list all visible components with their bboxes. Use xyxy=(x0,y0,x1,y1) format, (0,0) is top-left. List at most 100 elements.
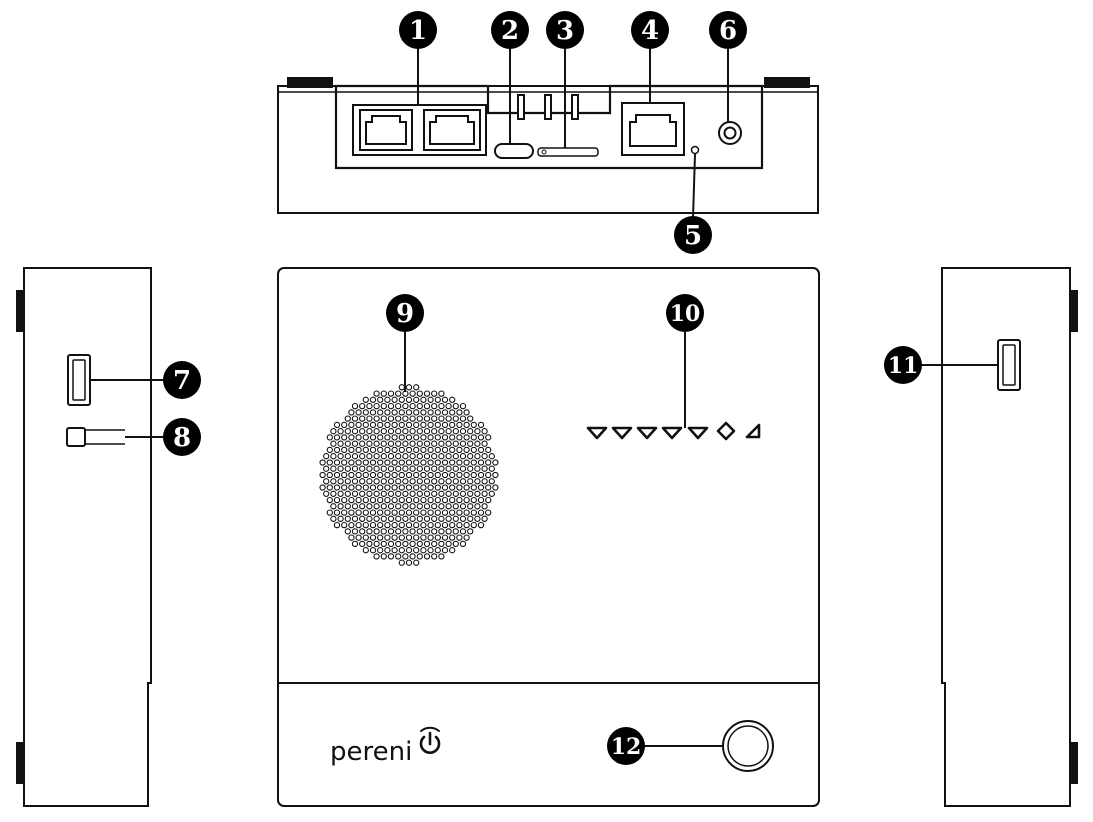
grille-hole xyxy=(413,471,420,479)
grille-hole xyxy=(423,478,431,485)
grille-hole xyxy=(398,521,405,529)
grille-hole xyxy=(344,503,351,510)
back-recess xyxy=(334,84,764,170)
left-usb-port xyxy=(67,354,91,406)
grille-hole xyxy=(402,540,409,548)
grille-hole xyxy=(431,490,438,497)
grille-hole xyxy=(413,384,420,391)
grille-hole xyxy=(362,547,369,554)
grille-hole xyxy=(384,496,391,504)
grille-hole xyxy=(492,459,499,466)
grille-hole xyxy=(438,453,445,460)
grille-hole xyxy=(445,503,452,510)
grille-hole xyxy=(341,459,348,466)
grille-hole xyxy=(452,503,459,510)
grille-hole xyxy=(362,396,369,403)
grille-hole xyxy=(366,402,373,410)
grille-hole xyxy=(344,440,351,447)
grille-hole xyxy=(348,421,355,429)
grille-hole xyxy=(402,415,409,422)
svg-text:3: 3 xyxy=(556,16,574,46)
grille-hole xyxy=(359,540,366,548)
grille-hole xyxy=(459,453,467,460)
grille-hole xyxy=(362,471,369,479)
grille-hole xyxy=(481,515,488,522)
grille-hole xyxy=(359,415,366,422)
grille-hole xyxy=(395,515,402,522)
grille-hole xyxy=(369,534,377,541)
grille-hole xyxy=(420,534,427,541)
grille-hole xyxy=(416,428,423,435)
grille-hole xyxy=(438,390,445,397)
grille-hole xyxy=(384,484,391,491)
grille-hole xyxy=(459,465,467,472)
grille-hole xyxy=(351,402,359,410)
grille-hole xyxy=(326,434,333,441)
grille-hole xyxy=(431,390,438,397)
grille-hole xyxy=(359,528,366,535)
grille-hole xyxy=(452,402,459,410)
grille-hole xyxy=(431,428,438,435)
grille-hole xyxy=(387,428,395,435)
grille-hole xyxy=(445,440,452,447)
card-slot xyxy=(537,147,599,157)
grille-hole xyxy=(427,459,434,466)
grille-hole xyxy=(434,396,441,403)
grille-hole xyxy=(402,553,409,560)
grille-hole xyxy=(470,446,477,454)
grille-hole xyxy=(323,465,330,472)
grille-hole xyxy=(333,471,341,479)
grille-hole xyxy=(477,471,485,479)
grille-hole xyxy=(470,471,477,479)
grille-hole xyxy=(441,434,449,441)
grille-hole xyxy=(434,434,441,441)
grille-hole xyxy=(348,496,355,504)
grille-hole xyxy=(362,409,369,416)
grille-hole xyxy=(384,459,391,466)
wifi-indicator-4 xyxy=(661,426,683,440)
grille-hole xyxy=(441,459,449,466)
grille-hole xyxy=(409,428,416,435)
grille-hole xyxy=(402,440,409,447)
grille-hole xyxy=(348,434,355,441)
grille-hole xyxy=(373,415,380,422)
grille-hole xyxy=(427,409,434,416)
callout-1: 1 xyxy=(399,11,437,49)
grille-hole xyxy=(420,521,427,529)
grille-hole xyxy=(391,396,398,403)
grille-hole xyxy=(416,490,423,497)
grille-hole xyxy=(366,465,373,472)
grille-hole xyxy=(355,496,362,504)
grille-hole xyxy=(341,421,348,429)
grille-hole xyxy=(409,465,416,472)
grille-hole xyxy=(427,434,434,441)
grille-hole xyxy=(395,540,402,548)
grille-hole xyxy=(351,540,359,548)
svg-text:8: 8 xyxy=(173,423,191,453)
grille-hole xyxy=(395,453,402,460)
grille-hole xyxy=(434,509,441,516)
grille-hole xyxy=(413,559,420,566)
grille-hole xyxy=(445,490,452,497)
grille-hole xyxy=(416,540,423,548)
grille-hole xyxy=(355,471,362,479)
grille-hole xyxy=(416,553,423,560)
left-side-view xyxy=(16,267,180,807)
main-button xyxy=(722,720,774,772)
grille-hole xyxy=(413,509,420,516)
callout-12: 12 xyxy=(607,727,645,765)
grille-hole xyxy=(409,553,416,560)
grille-hole xyxy=(391,434,398,441)
svg-text:12: 12 xyxy=(611,734,642,760)
grille-hole xyxy=(387,465,395,472)
grille-hole xyxy=(384,509,391,516)
grille-hole xyxy=(449,534,456,541)
grille-hole xyxy=(409,503,416,510)
grille-hole xyxy=(380,515,387,522)
grille-hole xyxy=(402,402,409,410)
grille-hole xyxy=(420,409,427,416)
grille-hole xyxy=(423,503,431,510)
callout-9: 9 xyxy=(386,294,424,332)
grille-hole xyxy=(359,402,366,410)
grille-hole xyxy=(431,540,438,548)
